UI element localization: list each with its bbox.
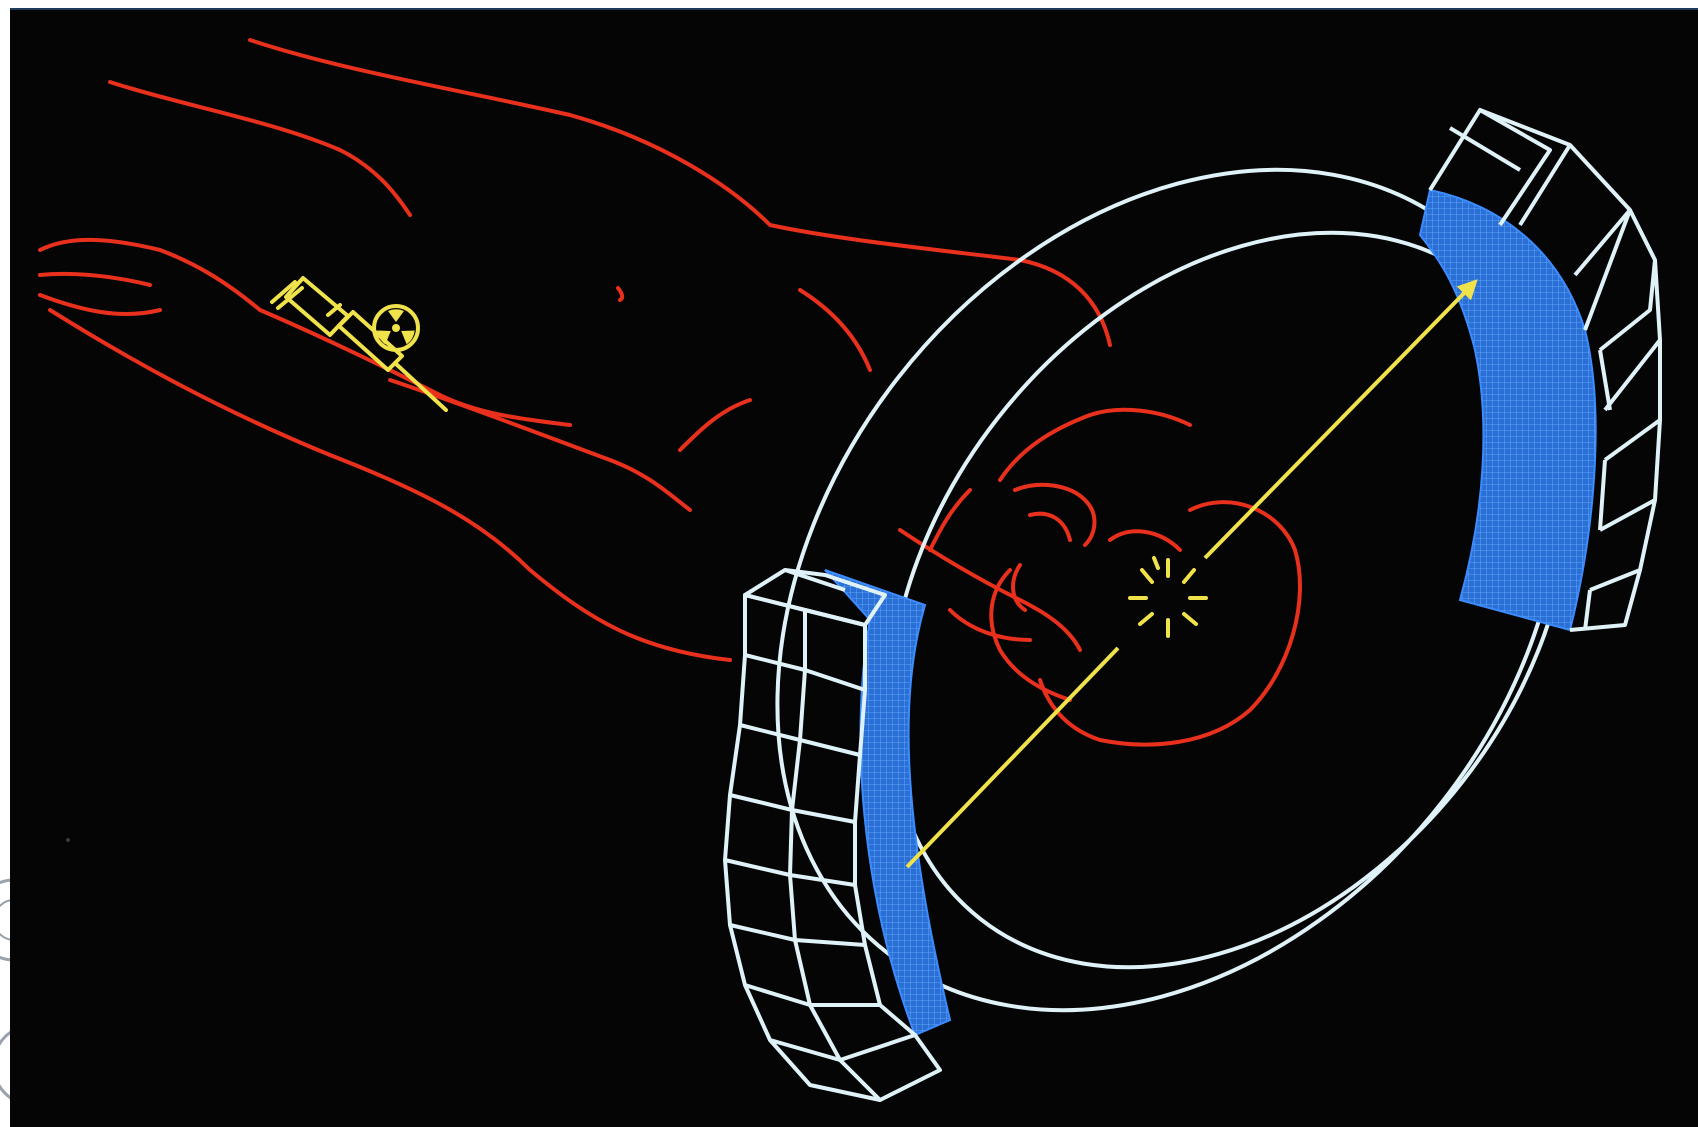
detector-crystal-right: [1420, 190, 1596, 630]
patient-neck: [1000, 410, 1190, 480]
patient-torso-top-edge: [250, 40, 1110, 345]
pet-scan-illustration: [10, 10, 1698, 1127]
patient-arm-upper-edge: [110, 82, 410, 215]
patient-collar: [930, 490, 1030, 640]
gamma-ray-to-left: [907, 648, 1118, 867]
patient-abdomen-curve: [680, 290, 870, 450]
patient-face: [1015, 485, 1180, 550]
patient-navel: [618, 288, 622, 300]
patient-forearm-edge: [260, 310, 570, 425]
gamma-ray-to-right: [1205, 282, 1475, 558]
detector-block-right: [1420, 110, 1660, 630]
detector-block-left: [725, 570, 950, 1100]
patient-hand: [40, 240, 260, 314]
speck: [66, 838, 70, 842]
patient-outline: [40, 40, 1300, 745]
annihilation-burst-icon: [1130, 558, 1206, 636]
detector-crystal-left: [825, 570, 950, 1035]
illustration-svg: [10, 10, 1698, 1127]
patient-arm-lower-edge: [50, 310, 730, 660]
radiation-trefoil-icon: [374, 306, 418, 350]
